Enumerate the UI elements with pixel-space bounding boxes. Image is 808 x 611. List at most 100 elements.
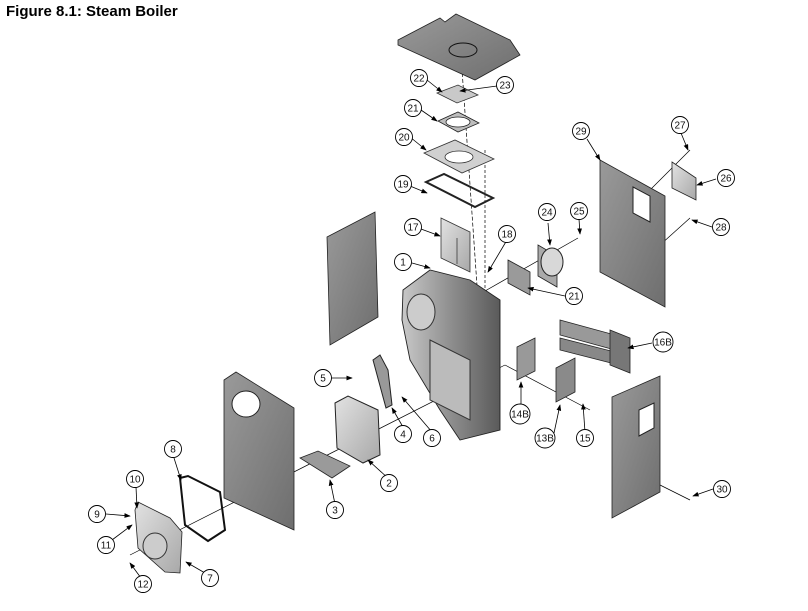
part-13b-plate <box>555 357 576 403</box>
callout-label: 10 <box>129 475 141 486</box>
callout-label: 25 <box>573 207 585 218</box>
callout-label: 24 <box>541 208 553 219</box>
callout-label: 5 <box>320 374 326 385</box>
callout-circle <box>394 425 412 443</box>
callout-c3: 3 <box>326 501 344 519</box>
part-21-gasket-side <box>507 259 531 296</box>
callout-circle <box>410 69 428 87</box>
callout-circle <box>534 427 556 449</box>
callout-label: 26 <box>720 174 732 185</box>
callout-c4: 4 <box>394 425 412 443</box>
callout-c14b: 14B <box>509 403 531 425</box>
callout-circle <box>671 116 689 134</box>
callout-circle <box>423 429 441 447</box>
callout-circle <box>97 536 115 554</box>
callout-circle <box>570 202 588 220</box>
callout-circle <box>126 470 144 488</box>
part-2-door <box>334 395 381 464</box>
callout-c27: 27 <box>671 116 689 134</box>
part-24-burner <box>537 244 564 288</box>
callout-label: 22 <box>413 74 425 85</box>
callout-circle <box>380 474 398 492</box>
callout-circle <box>717 169 735 187</box>
callout-label: 12 <box>137 580 149 591</box>
callout-label: 30 <box>716 485 728 496</box>
callouts: 12345678910111213B14B1516B17181920212122… <box>88 69 735 593</box>
callout-circle <box>88 505 106 523</box>
callout-label: 21 <box>568 292 580 303</box>
callout-c22: 22 <box>410 69 428 87</box>
callout-circle <box>164 440 182 458</box>
callout-label: 13B <box>536 434 554 445</box>
callout-c6: 6 <box>423 429 441 447</box>
callout-circle <box>394 253 412 271</box>
callout-label: 19 <box>397 180 409 191</box>
callout-c25: 25 <box>570 202 588 220</box>
callout-label: 21 <box>407 104 419 115</box>
callout-label: 23 <box>499 81 511 92</box>
callout-label: 6 <box>429 434 435 445</box>
callout-circle <box>201 569 219 587</box>
callout-label: 17 <box>407 223 419 234</box>
callout-c30: 30 <box>713 480 731 498</box>
top-plate <box>397 13 521 81</box>
callout-label: 27 <box>674 121 686 132</box>
callout-c24: 24 <box>538 203 556 221</box>
part-30-panel <box>611 375 661 519</box>
callout-c8: 8 <box>164 440 182 458</box>
callout-c28: 28 <box>712 218 730 236</box>
boiler-body <box>401 269 501 441</box>
callout-c7: 7 <box>201 569 219 587</box>
left-side-panel <box>326 211 379 346</box>
callout-circle <box>404 99 422 117</box>
part-19-gasket <box>423 172 496 209</box>
callout-circle <box>576 429 594 447</box>
callout-c29: 29 <box>572 122 590 140</box>
callout-c21b: 21 <box>565 287 583 305</box>
callout-label: 15 <box>579 434 591 445</box>
part-7-blower-plate <box>134 501 183 574</box>
callout-c12: 12 <box>134 575 152 593</box>
callout-c11: 11 <box>97 536 115 554</box>
part-14b-flange <box>516 337 536 381</box>
part-20-plate <box>423 139 495 174</box>
leader-lines <box>105 79 717 579</box>
callout-circle <box>314 369 332 387</box>
callout-circle <box>572 122 590 140</box>
callout-c19: 19 <box>394 175 412 193</box>
callout-circle <box>395 128 413 146</box>
callout-c20: 20 <box>395 128 413 146</box>
callout-c13b: 13B <box>534 427 556 449</box>
front-plate <box>223 371 295 531</box>
callout-c18: 18 <box>498 225 516 243</box>
callout-label: 4 <box>400 430 406 441</box>
callout-label: 7 <box>207 574 213 585</box>
part-16b-heating-element <box>559 319 631 374</box>
callout-c17: 17 <box>404 218 422 236</box>
callout-circle <box>652 331 674 353</box>
callout-label: 20 <box>398 133 410 144</box>
callout-label: 16B <box>654 338 672 349</box>
callout-circle <box>498 225 516 243</box>
callout-label: 18 <box>501 230 513 241</box>
callout-label: 9 <box>94 510 100 521</box>
callout-label: 8 <box>170 445 176 456</box>
figure-title: Figure 8.1: Steam Boiler <box>6 3 178 20</box>
callout-c2: 2 <box>380 474 398 492</box>
part-21-gasket-top <box>437 111 480 133</box>
callout-label: 2 <box>386 479 392 490</box>
callout-c9: 9 <box>88 505 106 523</box>
callout-circle <box>712 218 730 236</box>
callout-circle <box>496 76 514 94</box>
callout-c1: 1 <box>394 253 412 271</box>
callout-c10: 10 <box>126 470 144 488</box>
callout-c23: 23 <box>496 76 514 94</box>
callout-label: 28 <box>715 223 727 234</box>
callout-circle <box>404 218 422 236</box>
callout-c15: 15 <box>576 429 594 447</box>
callout-circle <box>713 480 731 498</box>
callout-label: 1 <box>400 258 406 269</box>
part-17-baffle <box>440 217 471 273</box>
part-29-door-panel <box>599 159 666 308</box>
